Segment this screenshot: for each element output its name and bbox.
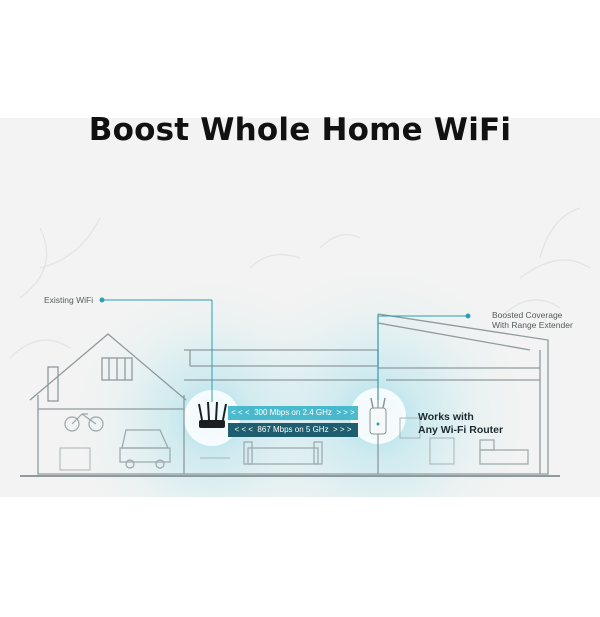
home-illustration [9, 207, 591, 497]
works-line1: Works with [418, 411, 474, 423]
speed-5ghz-text: < < < 867 Mbps on 5 GHz > > > [228, 423, 358, 437]
range-extender-icon [369, 397, 387, 435]
bicycle-icon [64, 413, 104, 432]
car-icon [119, 429, 171, 469]
page-title: Boost Whole Home WiFi [88, 112, 512, 148]
speed-5ghz-label: 867 Mbps on 5 GHz [257, 425, 329, 434]
arrows-left: < < < [231, 408, 250, 417]
speed-bar-5ghz [228, 423, 358, 437]
router-icon [198, 401, 227, 428]
works-with-router-label: Works with Any Wi-Fi Router [418, 411, 503, 437]
speed-24ghz-label: 300 Mbps on 2.4 GHz [254, 408, 332, 417]
bed-icon [479, 439, 529, 465]
callout-lines [99, 297, 471, 402]
boosted-coverage-label: Boosted Coverage With Range Extender [492, 310, 573, 330]
interior-details [59, 417, 455, 471]
existing-wifi-label: Existing WiFi [44, 295, 94, 305]
speed-bar-24ghz [228, 406, 358, 420]
boosted-coverage-line1: Boosted Coverage [492, 310, 563, 320]
sofa-icon [243, 441, 323, 465]
arrows-left: < < < [234, 425, 253, 434]
arrows-right: > > > [336, 408, 355, 417]
boosted-coverage-line2: With Range Extender [492, 320, 573, 330]
speed-24ghz-text: < < < 300 Mbps on 2.4 GHz > > > [228, 406, 358, 420]
works-line2: Any Wi-Fi Router [418, 424, 504, 436]
arrows-right: > > > [333, 425, 352, 434]
tree-branches-icon [9, 207, 591, 359]
